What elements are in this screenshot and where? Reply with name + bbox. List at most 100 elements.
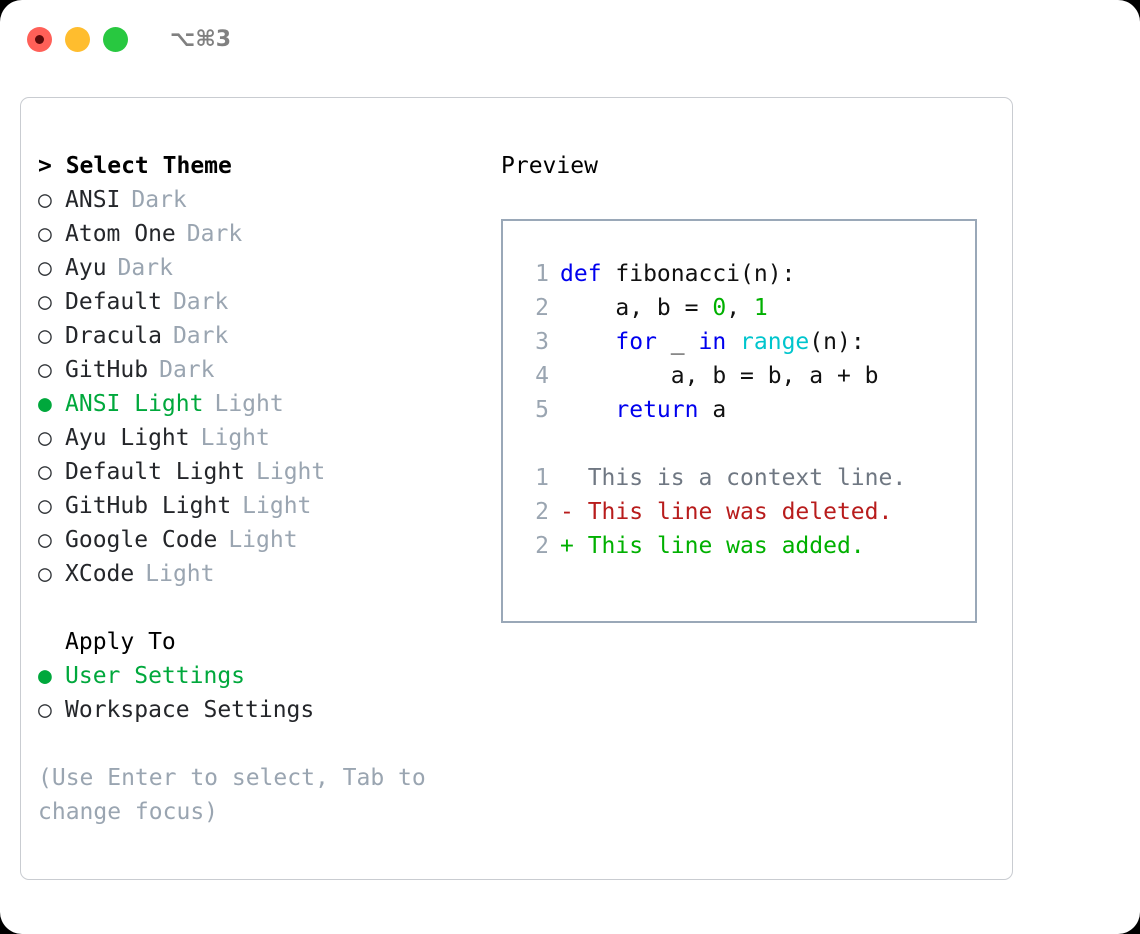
code-token-kw: for bbox=[615, 329, 657, 355]
theme-option-label: Atom One bbox=[65, 221, 176, 247]
diff-line-added: 2 + This line was added. bbox=[521, 529, 975, 563]
diff-line-text: This line was deleted. bbox=[573, 499, 893, 525]
radio-unselected-icon: ○ bbox=[38, 357, 52, 383]
code-diff-separator bbox=[521, 427, 975, 461]
theme-option-label: Dracula bbox=[65, 323, 162, 349]
code-line-number: 5 bbox=[535, 397, 549, 423]
radio-unselected-icon: ○ bbox=[38, 255, 52, 281]
theme-option-github[interactable]: ○ GitHub Dark bbox=[38, 353, 498, 387]
code-token-plain bbox=[560, 329, 615, 355]
code-token-kw: in bbox=[698, 329, 727, 355]
code-token-plain: (n): bbox=[809, 329, 865, 355]
diff-line-context: 1 This is a context line. bbox=[521, 461, 975, 495]
code-token-plain bbox=[560, 397, 615, 423]
radio-unselected-icon: ○ bbox=[38, 289, 52, 315]
radio-unselected-icon: ○ bbox=[38, 527, 52, 553]
code-line: 2 a, b = 0, 1 bbox=[521, 291, 975, 325]
code-line-text: for _ in range(n): bbox=[560, 325, 865, 359]
diff-line-deleted: 2- This line was deleted. bbox=[521, 495, 975, 529]
diff-line-text: This is a context line. bbox=[573, 465, 907, 491]
code-token-plain: a, b = b, a + b bbox=[560, 363, 879, 389]
theme-option-label: Ayu Light bbox=[65, 425, 190, 451]
apply-to-list: ●User Settings ○ Workspace Settings bbox=[38, 659, 498, 727]
radio-unselected-icon: ○ bbox=[38, 493, 52, 519]
code-token-kw: return bbox=[615, 397, 699, 423]
radio-unselected-icon: ○ bbox=[38, 187, 52, 213]
theme-variant-tag: Dark bbox=[172, 289, 229, 315]
theme-variant-tag: Light bbox=[228, 527, 298, 553]
theme-variant-tag: Light bbox=[242, 493, 312, 519]
radio-selected-icon: ● bbox=[38, 663, 52, 689]
apply-to-option-label: Workspace Settings bbox=[65, 697, 315, 723]
theme-option-ayu[interactable]: ○ Ayu Dark bbox=[38, 251, 498, 285]
theme-option-dracula[interactable]: ○ Dracula Dark bbox=[38, 319, 498, 353]
theme-option-label: GitHub bbox=[65, 357, 149, 383]
keyboard-shortcut-label: ⌥⌘3 bbox=[170, 26, 232, 52]
code-token-plain: a, b = bbox=[560, 295, 713, 321]
code-token-plain: a bbox=[698, 397, 727, 423]
radio-unselected-icon: ○ bbox=[38, 323, 52, 349]
window-controls bbox=[27, 26, 128, 52]
code-token-fn: range bbox=[740, 329, 810, 355]
theme-option-label: Google Code bbox=[65, 527, 218, 553]
code-token-plain: _ bbox=[656, 329, 699, 355]
minimize-button[interactable] bbox=[65, 26, 90, 52]
theme-option-label: ANSI Light bbox=[65, 391, 204, 417]
code-line-text: a, b = b, a + b bbox=[560, 359, 879, 393]
code-token-plain: , bbox=[726, 295, 754, 321]
theme-option-label: Default bbox=[65, 289, 162, 315]
theme-option-label: GitHub Light bbox=[65, 493, 232, 519]
code-line-text: def fibonacci(n): bbox=[560, 257, 795, 291]
theme-variant-tag: Dark bbox=[131, 187, 187, 213]
theme-option-atom-one[interactable]: ○ Atom One Dark bbox=[38, 217, 498, 251]
theme-option-default[interactable]: ○ Default Dark bbox=[38, 285, 498, 319]
apply-to-heading: Apply To bbox=[65, 629, 176, 655]
theme-option-label: XCode bbox=[65, 561, 135, 587]
code-line-number: 3 bbox=[535, 329, 549, 355]
apply-to-option-workspace-settings[interactable]: ○ Workspace Settings bbox=[38, 693, 498, 727]
diff-line-text: This line was added. bbox=[573, 533, 865, 559]
theme-option-github-light[interactable]: ○ GitHub Light Light bbox=[38, 489, 498, 523]
theme-variant-tag: Dark bbox=[117, 255, 173, 281]
theme-variant-tag: Dark bbox=[172, 323, 229, 349]
code-line-number: 2 bbox=[535, 295, 549, 321]
apply-to-section: Apply To ●User Settings ○ Workspace Settin… bbox=[38, 625, 498, 727]
preview-heading: Preview bbox=[501, 153, 598, 179]
apply-to-option-user-settings[interactable]: ●User Settings bbox=[38, 659, 498, 693]
radio-unselected-icon: ○ bbox=[38, 221, 52, 247]
theme-option-label: Ayu bbox=[65, 255, 107, 281]
code-token-plain bbox=[726, 329, 740, 355]
recording-dot-icon bbox=[35, 34, 44, 44]
radio-unselected-icon: ○ bbox=[38, 425, 52, 451]
code-line: 4 a, b = b, a + b bbox=[521, 359, 975, 393]
diff-marker: + bbox=[560, 533, 574, 559]
title-bar: ⌥⌘3 bbox=[0, 0, 1140, 78]
radio-unselected-icon: ○ bbox=[38, 697, 52, 723]
theme-variant-tag: Dark bbox=[159, 357, 215, 383]
radio-unselected-icon: ○ bbox=[38, 561, 52, 587]
code-line-number: 1 bbox=[535, 261, 549, 287]
code-line: 5 return a bbox=[521, 393, 975, 427]
diff-sample: 1 This is a context line.2- This line wa… bbox=[521, 461, 975, 563]
theme-variant-tag: Dark bbox=[186, 221, 243, 247]
diff-line-number: 2 bbox=[535, 499, 549, 525]
code-line: 3 for _ in range(n): bbox=[521, 325, 975, 359]
diff-line-number: 2 bbox=[535, 533, 549, 559]
theme-option-google-code[interactable]: ○ Google Code Light bbox=[38, 523, 498, 557]
code-line-text: return a bbox=[560, 393, 726, 427]
maximize-button[interactable] bbox=[103, 26, 128, 52]
close-button[interactable] bbox=[27, 26, 52, 52]
diff-marker bbox=[560, 461, 574, 495]
theme-variant-tag: Light bbox=[256, 459, 326, 485]
